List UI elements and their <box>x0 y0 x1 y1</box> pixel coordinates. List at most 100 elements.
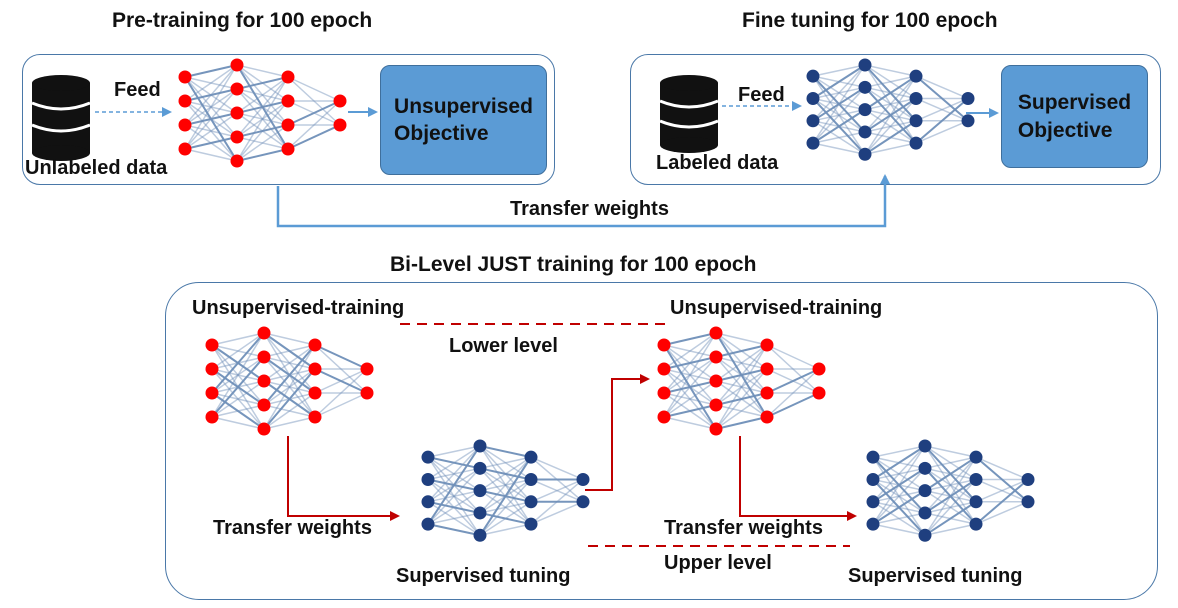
network-node <box>205 338 219 352</box>
network-edge <box>211 380 265 418</box>
loop-arrow <box>585 374 650 491</box>
network-edge <box>287 100 341 126</box>
network-edge <box>924 478 977 536</box>
network-edge <box>263 380 316 394</box>
network-edge <box>715 368 768 430</box>
network-edge <box>715 380 768 394</box>
network-node <box>657 410 671 424</box>
network-node <box>961 114 975 128</box>
network-edge <box>263 392 316 430</box>
network-node <box>760 386 774 400</box>
network-node <box>858 58 872 72</box>
network-edge <box>427 445 481 458</box>
network-edge <box>872 467 926 503</box>
network-node <box>421 450 435 464</box>
network-edge <box>715 344 768 406</box>
network-edge <box>479 478 532 492</box>
supervised-objective-line1: Supervised <box>1017 91 1132 115</box>
network-edge <box>872 456 926 492</box>
transfer-weights-label: Transfer weights <box>510 198 669 220</box>
network-node <box>230 82 244 96</box>
network-edge <box>864 109 917 144</box>
network-edge <box>864 97 917 111</box>
network-edge <box>872 445 926 525</box>
network-node <box>969 495 983 509</box>
network-edge <box>975 456 1029 503</box>
network-edge <box>211 332 265 394</box>
network-edge <box>924 456 977 536</box>
network-edge <box>236 76 289 138</box>
network-edge <box>427 456 481 536</box>
network-edge <box>427 445 481 481</box>
network-edge <box>975 456 1029 481</box>
network-edge <box>184 64 238 78</box>
transfer-weights-label-1: Transfer weights <box>213 517 372 539</box>
network-edge <box>663 356 717 418</box>
network-edge <box>766 344 820 394</box>
network-node <box>230 154 244 168</box>
network-edge <box>864 75 917 111</box>
network-edge <box>211 332 265 370</box>
network-edge <box>915 120 969 144</box>
transfer-weights-label-2: Transfer weights <box>664 517 823 539</box>
network-edge <box>715 416 768 430</box>
network-edge <box>924 445 977 481</box>
bilevel-title: Bi-Level JUST training for 100 epoch <box>390 253 757 276</box>
network-edge <box>263 368 316 406</box>
network-edge <box>184 100 238 162</box>
network-edge <box>479 456 532 492</box>
network-edge <box>715 344 768 382</box>
network-edge <box>184 76 238 90</box>
network-node <box>909 69 923 83</box>
supervised-objective-box: Supervised Objective <box>1001 65 1148 168</box>
network-edge <box>864 64 917 144</box>
network-node <box>178 70 192 84</box>
network-edge <box>872 467 926 481</box>
network-edge <box>872 478 926 514</box>
network-edge <box>812 108 866 144</box>
supervised-network-2 <box>806 58 975 161</box>
network-edge <box>236 148 289 162</box>
pretrain-data-label: Unlabeled data <box>25 157 168 179</box>
network-edge <box>663 332 717 370</box>
network-edge <box>812 64 866 77</box>
network-edge <box>211 392 265 406</box>
network-edge <box>812 64 866 122</box>
network-edge <box>663 356 717 394</box>
network-node <box>866 472 880 486</box>
network-node <box>333 118 347 132</box>
network-node <box>230 58 244 72</box>
network-edge <box>864 64 917 77</box>
network-edge <box>211 368 265 430</box>
unsupervised-objective-line2: Objective <box>394 122 489 145</box>
network-edge <box>427 467 481 525</box>
network-node <box>709 422 723 436</box>
network-edge <box>263 368 316 430</box>
network-node <box>473 506 487 520</box>
network-node <box>866 517 880 531</box>
network-node <box>918 461 932 475</box>
network-edge <box>479 501 532 514</box>
network-edge <box>314 368 368 394</box>
network-node <box>360 362 374 376</box>
network-edge <box>263 344 316 406</box>
network-edge <box>184 64 238 102</box>
network-edge <box>236 100 289 138</box>
neural-networks <box>178 58 1035 542</box>
network-edge <box>864 75 917 133</box>
network-edge <box>872 489 926 503</box>
network-edge <box>314 368 368 394</box>
network-edge <box>663 332 717 346</box>
network-edge <box>184 88 238 150</box>
network-edge <box>314 368 368 418</box>
network-edge <box>924 456 977 492</box>
network-edge <box>715 356 768 370</box>
finetune-feed-label: Feed <box>738 84 785 106</box>
network-node <box>806 114 820 128</box>
network-edge <box>812 75 866 155</box>
network-node <box>961 91 975 105</box>
bilevel-panel <box>165 282 1158 600</box>
network-edge <box>663 392 717 406</box>
network-edge <box>314 344 368 394</box>
